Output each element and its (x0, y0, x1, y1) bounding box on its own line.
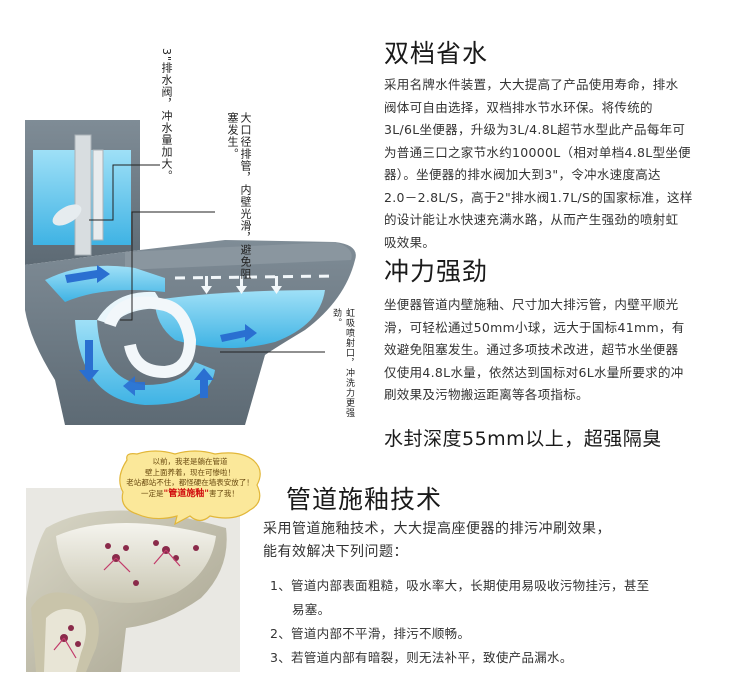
list-item: 易塞。 (292, 602, 331, 617)
paragraph-line: 为普通三口之家节水约10000L（相对单档4.8L型坐便 (384, 144, 691, 160)
problem-list: 1、管道内部表面粗糙，吸水率大，长期使用易吸收污物挂污，甚至 易塞。 2、管道内… (270, 574, 740, 670)
bubble-line: 一定是"管道施釉"害了我！ (125, 489, 255, 500)
water-seal-depth-text: 水封深度55mm以上，超强隔臭 (384, 428, 662, 450)
bubble-suffix: 害了我！ (208, 488, 239, 498)
bubble-shape (119, 450, 261, 525)
section-title-dual-flush: 双档省水 (384, 39, 489, 68)
callout-large-pipe: 大口径排管，内壁光滑，避免阻塞发生。 (226, 112, 252, 280)
list-item: 3、若管道内部有暗裂，则无法补平，致使产品漏水。 (270, 650, 573, 665)
list-item: 2、管道内部不平滑，排污不顺畅。 (270, 626, 471, 641)
glazed-pipe-photo (26, 488, 240, 672)
bubble-line: 老站都站不住，都怪硬在墙表安放了！ (126, 478, 254, 487)
paragraph-line: 刷效果及污物搬运距离等各项指标。 (384, 387, 589, 402)
paragraph-line: 3L/6L坐便器，升级为3L/4.8L超节水型此产品每年可 (384, 122, 686, 137)
paragraph-line: 采用管道施釉技术，大大提高座便器的排污冲刷效果， (263, 521, 611, 537)
paragraph-line: 的设计能让水快速充满水路，从而产生强劲的喷射虹 (384, 212, 679, 227)
section-paragraph-strong-flush: 坐便器管道内壁施釉、尺寸加大排污管，内壁平顺光 滑，可轻松通过50mm小球，远大… (384, 294, 734, 407)
callout-siphon-jet: 虹吸喷射口，冲洗力更强劲。 (331, 308, 354, 418)
bubble-text: 以前，我老是躺在管道 壁上面养着，现在可惨啦！ 老站都站不住，都怪硬在墙表安放了… (125, 457, 255, 499)
callout-drain-valve: 3"排水阀，冲水量加大。 (160, 48, 173, 183)
paragraph-line: 采用名牌水件装置，大大提高了产品使用寿命，排水 (384, 77, 679, 92)
paragraph-line: 能有效解决下列问题： (263, 544, 408, 560)
toilet-cross-section-diagram (25, 80, 365, 425)
toilet-diagram-svg (25, 120, 356, 425)
bubble-line: 以前，我老是躺在管道 (152, 457, 228, 466)
glazed-pipe-photo-frame (26, 488, 240, 672)
paragraph-line: 2.0－2.8L/S，高于2"排水阀1.7L/S的国家标准，这样 (384, 189, 693, 205)
paragraph-line: 阀体可自由选择，双档排水节水环保。将传统的 (384, 99, 653, 115)
paragraph-line: 滑，可轻松通过50mm小球，远大于国标41mm，有 (384, 319, 685, 335)
paragraph-line: 坐便器管道内壁施釉、尺寸加大排污管，内壁平顺光 (384, 297, 679, 312)
bubble-line: 壁上面养着，现在可惨啦！ (145, 467, 235, 477)
list-item: 1、管道内部表面粗糙，吸水率大，长期使用易吸收污物挂污，甚至 (270, 578, 650, 593)
section-paragraph-pipe-glazing: 采用管道施釉技术，大大提高座便器的排污冲刷效果， 能有效解决下列问题： (263, 518, 743, 564)
speech-bubble: 以前，我老是躺在管道 壁上面养着，现在可惨啦！ 老站都站不住，都怪硬在墙表安放了… (115, 450, 265, 525)
bubble-highlight: "管道施釉" (163, 488, 209, 499)
bubble-prefix: 一定是 (141, 488, 164, 498)
section-paragraph-dual-flush: 采用名牌水件装置，大大提高了产品使用寿命，排水 阀体可自由选择，双档排水节水环保… (384, 74, 734, 254)
paragraph-line: 效避免阻塞发生。通过多项技术改进，超节水坐便器 (384, 342, 679, 357)
paragraph-line: 器）。坐便器的排水阀加大到3"，令冲水速度高达 (384, 167, 661, 182)
paragraph-line: 仅使用4.8L水量，依然达到国标对6L水量所要求的冲 (384, 364, 684, 380)
section-title-pipe-glazing: 管道施釉技术 (286, 485, 443, 514)
paragraph-line: 吸效果。 (384, 234, 436, 250)
section-title-strong-flush: 冲力强劲 (384, 257, 489, 286)
